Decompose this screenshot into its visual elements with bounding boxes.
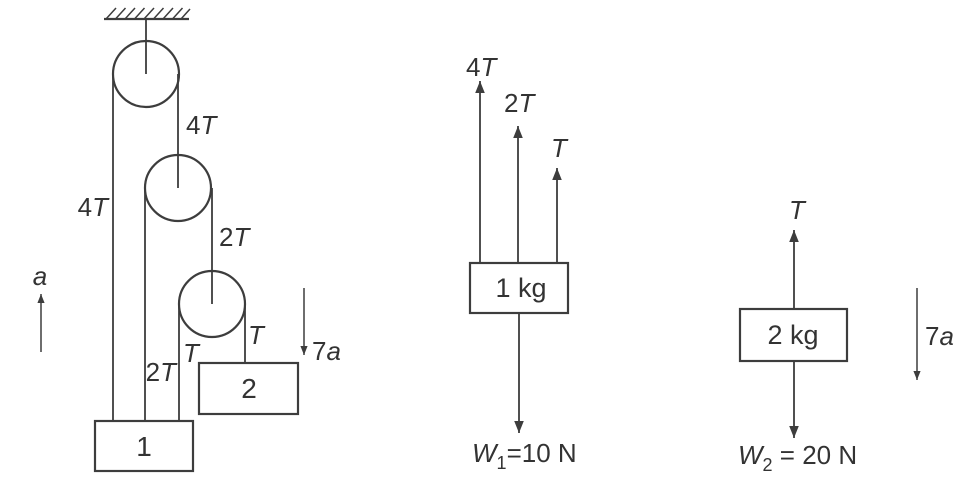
fbd1-mass-label: 1 kg	[495, 273, 546, 303]
block-1-label: 1	[136, 431, 152, 462]
rope-label-2t-right: 2T	[219, 222, 251, 252]
ceiling-hatching	[105, 7, 191, 20]
fbd2-mass-label: 2 kg	[767, 320, 818, 350]
rope-label-2t-lower: 2T	[146, 357, 178, 387]
rope-label-4t-right: 4T	[186, 110, 218, 140]
rope-label-t-lower-right: T	[248, 320, 266, 350]
fbd1-weight-label: W1=10 N	[472, 438, 577, 473]
fbd1-label-2t: 2T	[504, 88, 536, 118]
rope-label-t-lower-left: T	[183, 338, 201, 368]
accel-7a-label: 7a	[312, 336, 341, 366]
accel-a-label: a	[33, 261, 47, 291]
fbd-block1: 4T 2T T 1 kg W1=10 N	[466, 52, 577, 473]
block-1	[93, 419, 195, 473]
fbd-block2: T 2 kg 7a W2 = 20 N	[738, 195, 954, 475]
fbd1-label-4t: 4T	[466, 52, 498, 82]
fbd1-label-t: T	[551, 133, 569, 163]
block-2	[197, 361, 300, 416]
fbd2-label-t: T	[789, 195, 807, 225]
block-2-label: 2	[241, 373, 257, 404]
fbd2-weight-label: W2 = 20 N	[738, 440, 857, 475]
fbd2-mass-box	[738, 307, 849, 363]
rope-label-4t-left: 4T	[78, 192, 110, 222]
pulley-system: 1 2 4T 4T 2T 2T T T a 7a	[33, 7, 341, 473]
fbd2-accel-label: 7a	[925, 321, 954, 351]
